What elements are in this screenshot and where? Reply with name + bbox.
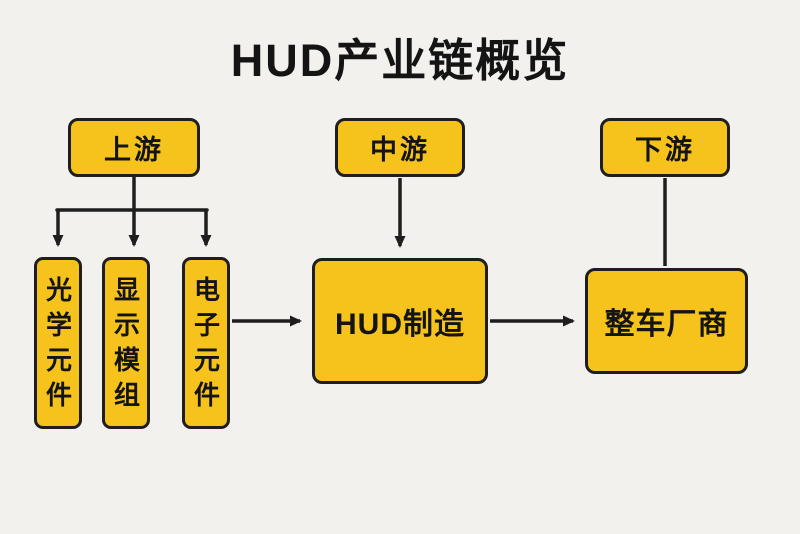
page-title: HUD产业链概览 bbox=[230, 35, 570, 86]
node-hud-manufacturing: HUD制造 bbox=[312, 258, 488, 384]
node-upstream: 上游 bbox=[68, 118, 200, 177]
node-electronic-components: 电子元件 bbox=[182, 257, 230, 429]
node-vehicle-oem: 整车厂商 bbox=[585, 268, 748, 374]
node-optical-components: 光学元件 bbox=[34, 257, 82, 429]
node-midstream: 中游 bbox=[335, 118, 465, 177]
node-display-module: 显示模组 bbox=[102, 257, 150, 429]
node-downstream: 下游 bbox=[600, 118, 730, 177]
